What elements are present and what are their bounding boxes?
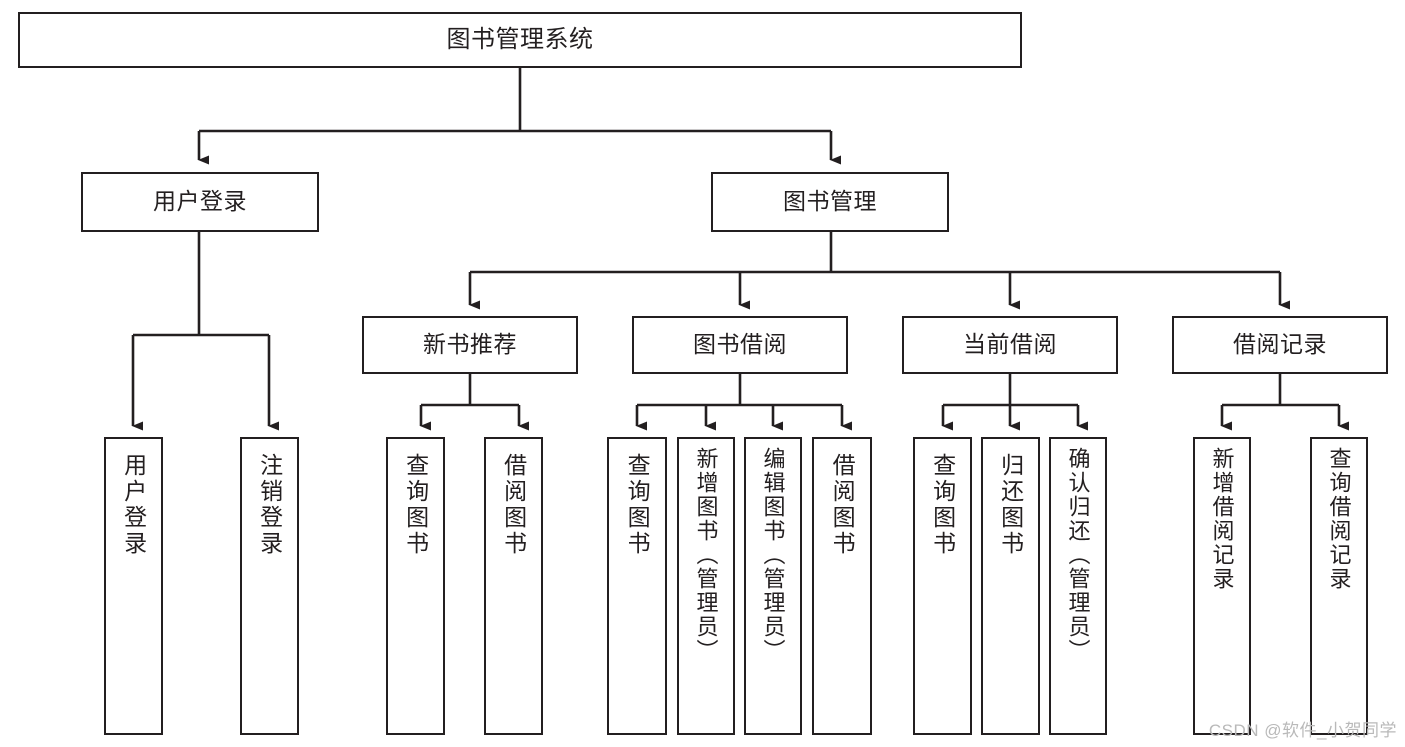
node-current-borrow-label: 当前借阅	[963, 331, 1057, 358]
node-leaf-user-login[interactable]: 用户登录	[104, 437, 163, 735]
node-leaf-confirm-return[interactable]: 确认归还（管理员）	[1049, 437, 1107, 735]
node-leaf-return-book[interactable]: 归还图书	[981, 437, 1040, 735]
node-book-borrow[interactable]: 图书借阅	[632, 316, 848, 374]
node-borrow-record-label: 借阅记录	[1233, 331, 1327, 358]
node-leaf-borrow-book-2[interactable]: 借阅图书	[812, 437, 872, 735]
node-leaf-add-record-label: 新增借阅记录	[1209, 447, 1235, 591]
node-leaf-query-book-3-label: 查询图书	[929, 453, 956, 557]
node-leaf-query-book-2-label: 查询图书	[624, 453, 651, 557]
node-leaf-borrow-book-2-label: 借阅图书	[829, 453, 856, 557]
node-leaf-user-login-label: 用户登录	[120, 453, 147, 557]
node-user-login[interactable]: 用户登录	[81, 172, 319, 232]
node-current-borrow[interactable]: 当前借阅	[902, 316, 1118, 374]
node-leaf-user-logout-label: 注销登录	[256, 453, 283, 557]
node-root-label: 图书管理系统	[446, 25, 594, 53]
node-leaf-user-logout[interactable]: 注销登录	[240, 437, 299, 735]
node-borrow-record[interactable]: 借阅记录	[1172, 316, 1388, 374]
node-leaf-add-book-label: 新增图书（管理员）	[693, 447, 719, 663]
node-book-manage-label: 图书管理	[783, 188, 877, 215]
node-leaf-query-record-label: 查询借阅记录	[1326, 447, 1352, 591]
node-leaf-return-book-label: 归还图书	[997, 453, 1024, 557]
node-leaf-query-book-1-label: 查询图书	[402, 453, 429, 557]
node-new-book-rec[interactable]: 新书推荐	[362, 316, 578, 374]
node-leaf-query-record[interactable]: 查询借阅记录	[1310, 437, 1368, 735]
watermark-text: CSDN @软件_小贺同学	[1208, 721, 1397, 740]
node-leaf-add-record[interactable]: 新增借阅记录	[1193, 437, 1251, 735]
node-new-book-rec-label: 新书推荐	[423, 331, 517, 358]
node-leaf-edit-book-label: 编辑图书（管理员）	[760, 447, 786, 663]
node-leaf-confirm-return-label: 确认归还（管理员）	[1065, 447, 1091, 663]
node-leaf-borrow-book-1[interactable]: 借阅图书	[484, 437, 543, 735]
node-leaf-add-book[interactable]: 新增图书（管理员）	[677, 437, 735, 735]
node-leaf-query-book-3[interactable]: 查询图书	[913, 437, 972, 735]
node-leaf-edit-book[interactable]: 编辑图书（管理员）	[744, 437, 802, 735]
node-book-manage[interactable]: 图书管理	[711, 172, 949, 232]
node-leaf-query-book-1[interactable]: 查询图书	[386, 437, 445, 735]
node-root[interactable]: 图书管理系统	[18, 12, 1022, 68]
node-user-login-label: 用户登录	[153, 188, 247, 215]
node-leaf-borrow-book-1-label: 借阅图书	[500, 453, 527, 557]
node-leaf-query-book-2[interactable]: 查询图书	[607, 437, 667, 735]
node-book-borrow-label: 图书借阅	[693, 331, 787, 358]
